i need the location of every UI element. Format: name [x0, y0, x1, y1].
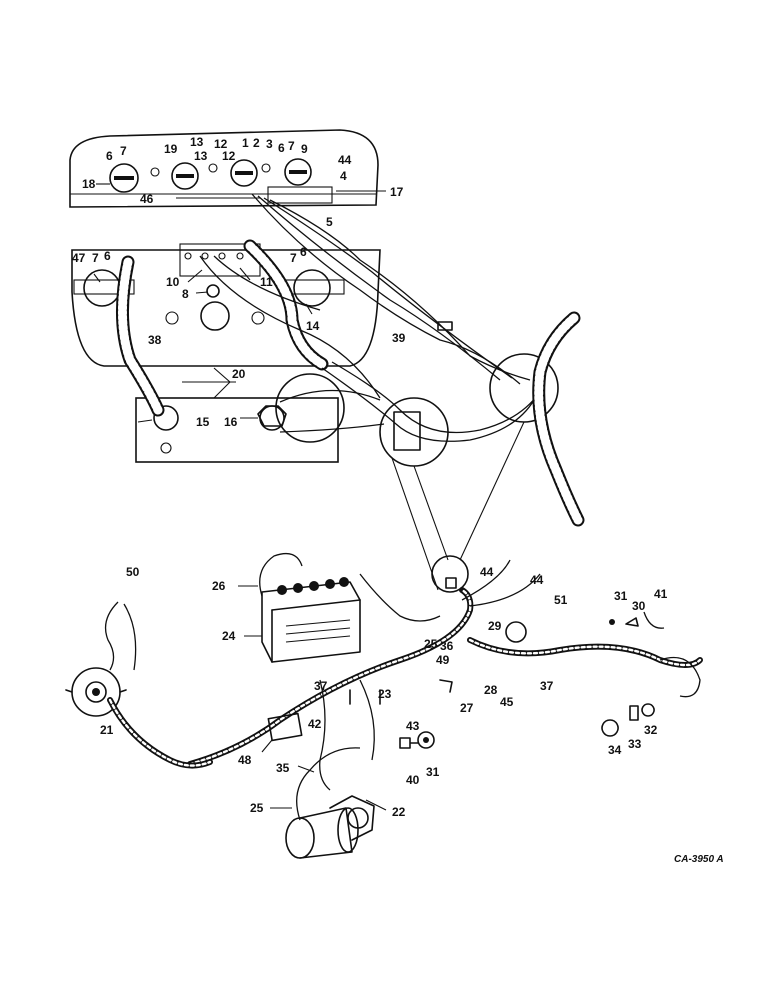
callout-41: 41: [654, 587, 668, 601]
callout-43: 43: [406, 719, 420, 733]
callout-49: 49: [436, 653, 450, 667]
callout-3: 3: [266, 137, 273, 151]
callout-25: 25: [250, 801, 264, 815]
callout-15: 15: [196, 415, 210, 429]
connector-detail-circle-c: [275, 373, 345, 443]
callout-27: 27: [460, 701, 474, 715]
callout-17: 17: [390, 185, 404, 199]
callout-12: 12: [222, 149, 236, 163]
callout-40: 40: [406, 773, 420, 787]
callout-7: 7: [92, 251, 99, 265]
battery: [261, 577, 361, 663]
callout-35: 35: [276, 761, 290, 775]
callout-29: 29: [488, 619, 502, 633]
callout-4: 4: [340, 169, 347, 183]
callout-44: 44: [338, 153, 352, 167]
callout-23: 23: [378, 687, 392, 701]
upper-wiring: [199, 193, 541, 442]
callout-2: 2: [253, 136, 260, 150]
callout-14: 14: [306, 319, 320, 333]
callout-16: 16: [224, 415, 238, 429]
callout-44: 44: [480, 565, 494, 579]
callout-38: 38: [148, 333, 162, 347]
connector-detail-circle-a: [379, 397, 449, 467]
callout-33: 33: [628, 737, 642, 751]
callout-9: 9: [301, 142, 308, 156]
callout-26: 26: [212, 579, 226, 593]
callout-7: 7: [290, 251, 297, 265]
callout-6: 6: [278, 141, 285, 155]
callout-44: 44: [530, 573, 544, 587]
callout-19: 19: [164, 142, 178, 156]
callout-32: 32: [644, 723, 658, 737]
callout-37: 37: [540, 679, 554, 693]
callout-51: 51: [554, 593, 568, 607]
callout-8: 8: [182, 287, 189, 301]
callout-6: 6: [300, 245, 307, 259]
callout-18: 18: [82, 177, 96, 191]
callout-7: 7: [288, 139, 295, 153]
callout-leaders: [93, 183, 387, 811]
callout-30: 30: [632, 599, 646, 613]
callout-5: 5: [326, 215, 333, 229]
callout-25: 25: [424, 637, 438, 651]
callout-1: 1: [242, 136, 249, 150]
callout-37: 37: [314, 679, 328, 693]
callout-28: 28: [484, 683, 498, 697]
callout-21: 21: [100, 723, 114, 737]
lower-dash-panel: [135, 397, 339, 463]
callout-7: 7: [120, 144, 127, 158]
callout-6: 6: [106, 149, 113, 163]
callout-34: 34: [608, 743, 622, 757]
callout-31: 31: [426, 765, 440, 779]
callout-13: 13: [190, 135, 204, 149]
alternator: [65, 667, 127, 717]
relay-box: [267, 712, 303, 742]
multi-pin-connector: [393, 411, 421, 451]
callout-13: 13: [194, 149, 208, 163]
callout-50: 50: [126, 565, 140, 579]
instrument-cluster-panel: [69, 129, 379, 208]
callout-39: 39: [392, 331, 406, 345]
callout-12: 12: [214, 137, 228, 151]
callout-6: 6: [104, 249, 111, 263]
callout-42: 42: [308, 717, 322, 731]
callout-20: 20: [232, 367, 246, 381]
callout-45: 45: [500, 695, 514, 709]
callout-22: 22: [392, 805, 406, 819]
callout-48: 48: [238, 753, 252, 767]
callout-31: 31: [614, 589, 628, 603]
callout-47: 47: [72, 251, 86, 265]
drawing-code: CA-3950 A: [674, 854, 724, 865]
callout-24: 24: [222, 629, 236, 643]
callout-36: 36: [440, 639, 454, 653]
callout-10: 10: [166, 275, 180, 289]
starter-motor: [285, 795, 375, 859]
callout-11: 11: [260, 275, 273, 289]
callout-46: 46: [140, 192, 154, 206]
